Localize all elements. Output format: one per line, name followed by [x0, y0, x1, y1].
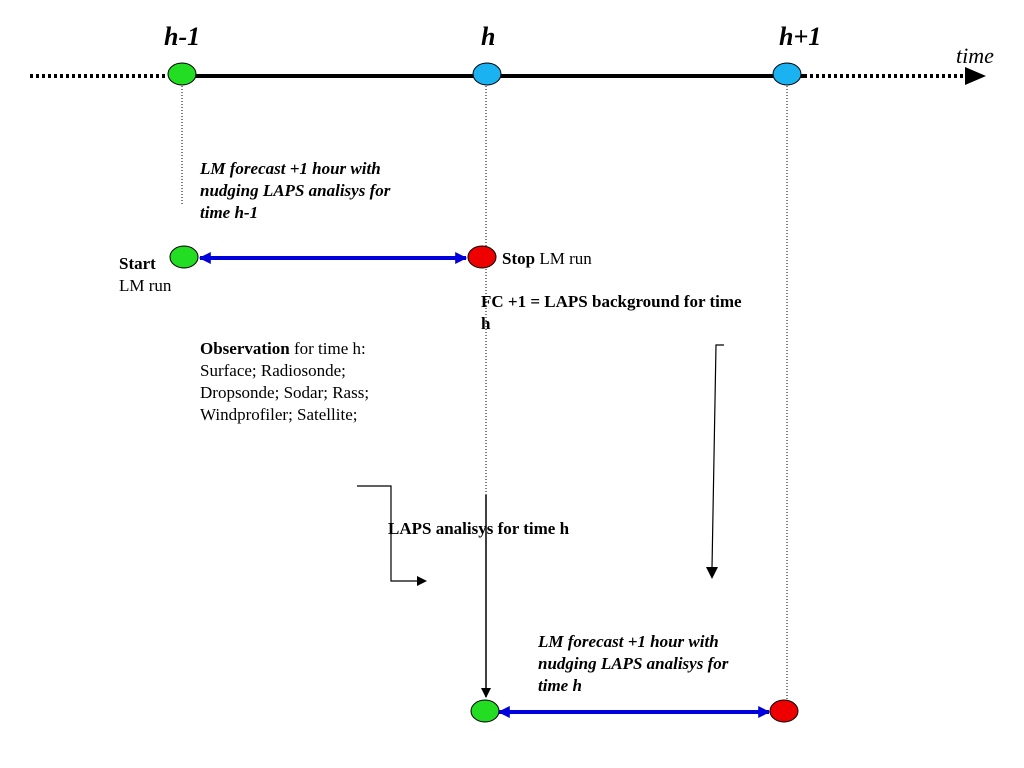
observation-line-3: Windprofiler; Satellite; [200, 405, 358, 424]
forecast-1-line-2: nudging LAPS analisys for [200, 181, 391, 200]
stop-label-plain: LM run [535, 249, 592, 268]
analysis-label: LAPS analisys for time h [388, 519, 570, 538]
background-note-line-1: FC +1 = LAPS background for time [481, 292, 742, 311]
observation-connector-arrowhead [417, 576, 427, 586]
stop-node-1 [467, 245, 497, 269]
observation-line-2: Dropsonde; Sodar; Rass; [200, 383, 370, 402]
start-node-2 [470, 699, 500, 723]
forecast-1-line-1: LM forecast +1 hour with [200, 159, 381, 178]
tick-label-h: h [481, 22, 496, 51]
start-label: Start LM run [119, 253, 171, 297]
start-label-plain: LM run [119, 276, 172, 295]
node-h [472, 62, 502, 86]
forecast-1-text: LM forecast +1 hour with nudging LAPS an… [200, 158, 390, 224]
stop-node-2 [769, 699, 799, 723]
forecast-1-line-3: time h-1 [200, 203, 259, 222]
observation-text: Observation for time h: Surface; Radioso… [200, 338, 369, 426]
forecast-2-line-2: nudging LAPS analisys for [538, 654, 729, 673]
tick-label-h-plus-1: h+1 [779, 22, 822, 51]
background-note-line-2: h [481, 314, 491, 333]
tick-label-h-minus-1: h-1 [164, 22, 201, 51]
background-note: FC +1 = LAPS background for time h [481, 291, 742, 335]
start-node-1 [169, 245, 199, 269]
time-axis-label: time [956, 43, 994, 68]
observation-heading: Observation [200, 339, 290, 358]
observation-connector [357, 485, 418, 582]
time-axis-arrowhead [965, 67, 986, 85]
forecast-2-text: LM forecast +1 hour with nudging LAPS an… [538, 631, 728, 697]
node-h-plus-1 [772, 62, 802, 86]
background-connector [711, 344, 724, 569]
stop-label: Stop LM run [502, 248, 592, 270]
background-connector-arrowhead [706, 567, 718, 579]
stop-label-bold: Stop [502, 249, 536, 268]
forecast-2-line-3: time h [538, 676, 582, 695]
observation-line-1: Surface; Radiosonde; [200, 361, 346, 380]
node-h-minus-1 [167, 62, 197, 86]
start-label-bold: Start [119, 254, 156, 273]
observation-heading-rest: for time h: [289, 339, 366, 358]
forecast-2-line-1: LM forecast +1 hour with [538, 632, 719, 651]
